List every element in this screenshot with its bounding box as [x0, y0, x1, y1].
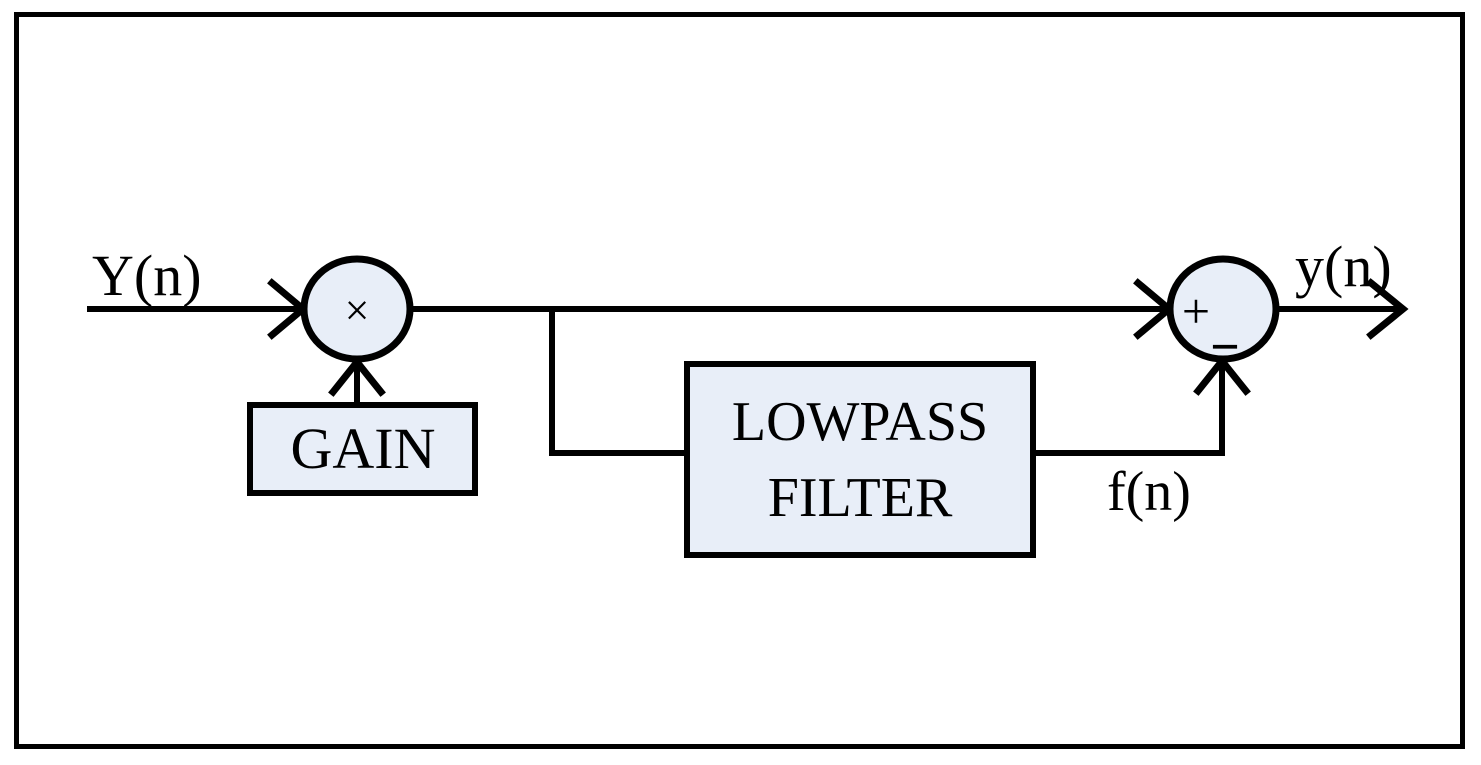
lowpass-filter-block — [684, 361, 1036, 558]
summer-node — [1166, 255, 1280, 363]
multiplier-node — [300, 255, 414, 363]
plus-icon: + — [1182, 283, 1210, 339]
output-label: y(n) — [1295, 234, 1392, 299]
feedback-label: f(n) — [1107, 461, 1191, 523]
input-label: Y(n) — [92, 243, 202, 308]
lowpass-filter-label-line1: LOWPASS — [732, 391, 988, 453]
outer-border — [14, 12, 1465, 749]
multiply-icon: × — [345, 286, 370, 335]
lowpass-filter-label-line2: FILTER — [768, 467, 953, 529]
feedback-connector-line — [1030, 365, 1225, 456]
branch-connector-line — [549, 306, 690, 456]
gain-label: GAIN — [291, 416, 436, 481]
output-arrowhead-icon — [1366, 278, 1409, 340]
gain-block — [247, 402, 478, 496]
minus-icon: − — [1210, 319, 1240, 376]
